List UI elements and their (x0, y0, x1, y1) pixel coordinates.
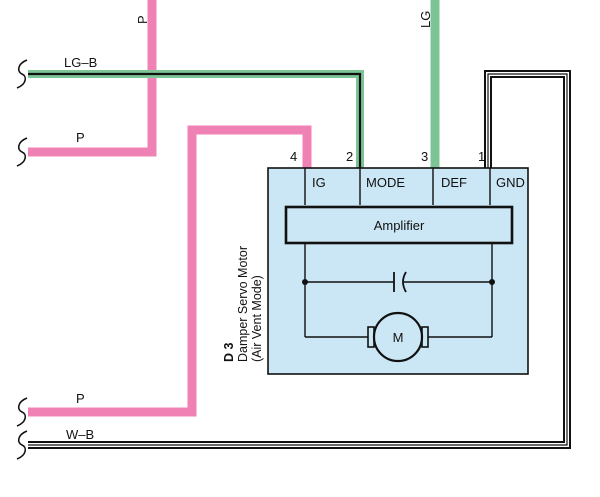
motor-label: M (393, 330, 404, 345)
pin-number-1: 1 (478, 149, 485, 164)
component-code: D 3 (222, 343, 236, 363)
terminal-label-gnd: GND (496, 175, 525, 190)
wire-w-b-stripe (28, 73, 568, 446)
connector-break-symbols (16, 59, 28, 460)
junction-right (489, 279, 495, 285)
terminal-label-def: DEF (441, 175, 467, 190)
internal-circuit (304, 243, 493, 338)
pin-number-4: 4 (290, 149, 297, 164)
break-p-upper (16, 137, 28, 167)
wire-label-lg-b: LG–B (64, 55, 97, 70)
terminal-label-ig: IG (312, 175, 326, 190)
motor-symbol: M (367, 311, 429, 363)
terminal-label-mode: MODE (366, 175, 405, 190)
pin-number-3: 3 (421, 149, 428, 164)
wire-p-ig (28, 125, 312, 417)
component-name: Damper Servo Motor (236, 246, 250, 362)
terminal-row (304, 168, 491, 205)
break-w-b (16, 430, 28, 460)
wire-label-lg-top: LG (418, 11, 433, 28)
break-p-lower (16, 397, 28, 427)
amplifier-block (284, 205, 514, 245)
wire-lg-b-stripe (28, 72, 362, 168)
wire-p-top (28, 0, 157, 157)
junction-left (302, 279, 308, 285)
component-subtitle: (Air Vent Mode) (250, 275, 264, 362)
amplifier-label: Amplifier (374, 218, 425, 233)
damper-servo-motor: 4 2 3 1 IG MODE DEF GND Amplifier (267, 149, 529, 375)
break-lg-b (16, 59, 28, 89)
wire-label-p-top: P (135, 15, 150, 24)
pin-number-2: 2 (346, 149, 353, 164)
capacitor-symbol (393, 271, 407, 293)
wire-label-p-upper: P (76, 130, 85, 145)
wire-label-p-lower: P (76, 391, 85, 406)
wire-label-w-b: W–B (66, 427, 94, 442)
